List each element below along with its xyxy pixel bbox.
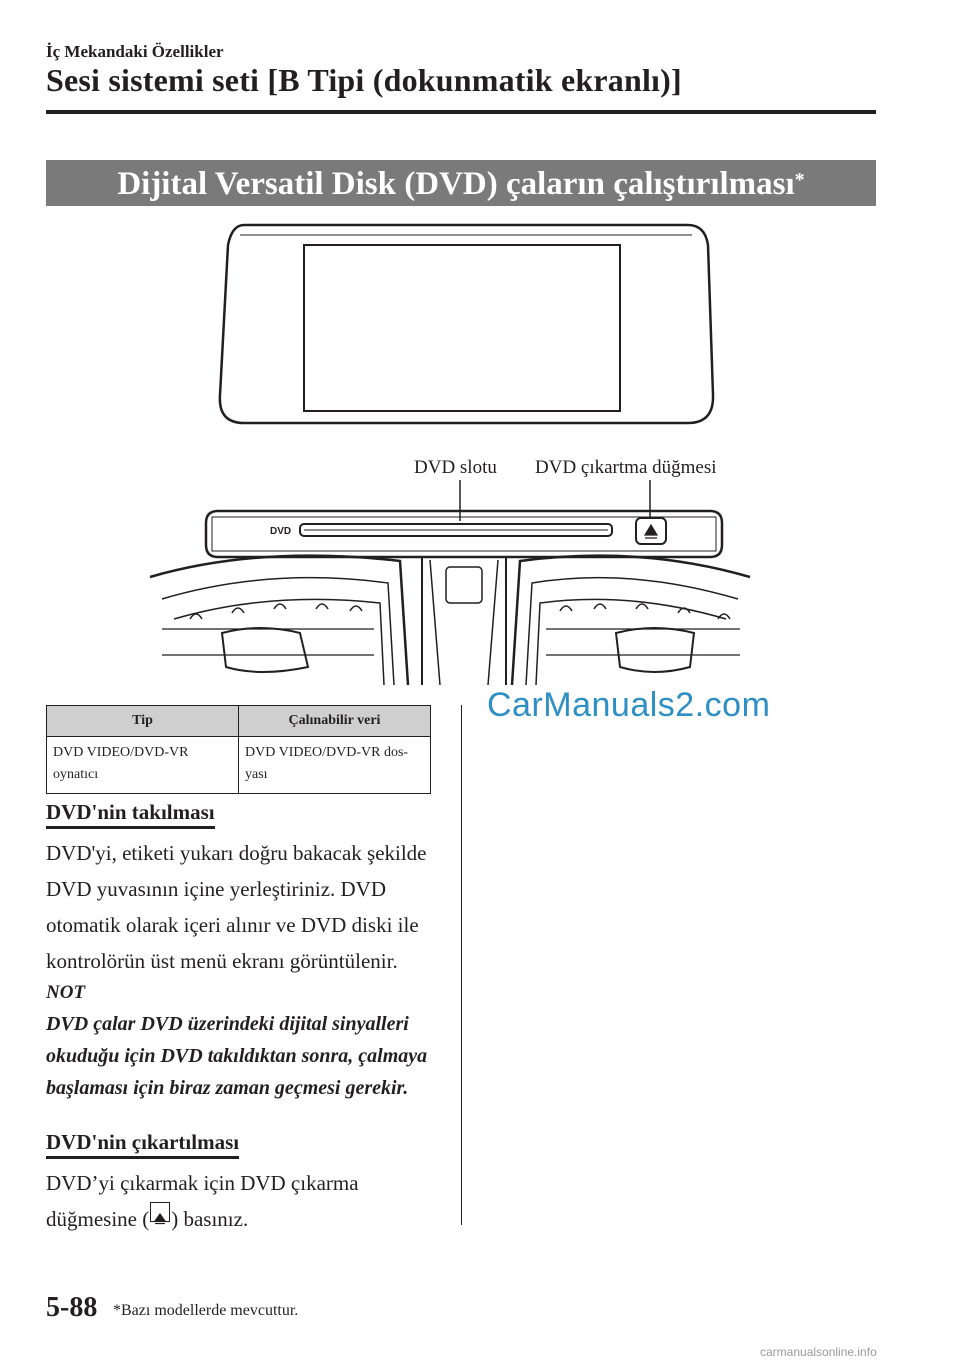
table-row: DVD VIDEO/DVD-VR oynatıcı DVD VIDEO/DVD-…	[46, 736, 431, 794]
table-header-row: Tip Çalınabilir veri	[46, 705, 431, 737]
display-screen	[303, 244, 621, 412]
column-divider	[461, 705, 462, 1225]
availability-mark: *	[794, 169, 805, 191]
eject-heading: DVD'nin çıkartılması	[46, 1130, 240, 1159]
left-air-vent	[149, 554, 410, 686]
table-cell-type: DVD VIDEO/DVD-VR oynatıcı	[46, 736, 239, 794]
table-header-data: Çalınabilir veri	[238, 705, 431, 737]
eject-icon	[643, 523, 659, 539]
section-banner: Dijital Versatil Disk (DVD) çaların çalı…	[46, 160, 876, 206]
dvd-player-illustration: DVD DVD slotu DVD çıkartma düğmesi	[140, 215, 760, 686]
insert-text: DVD'yi, etiketi yukarı doğru bakacak şek…	[46, 841, 427, 973]
watermark: CarManuals2.com	[487, 686, 771, 724]
note-label: NOT	[46, 982, 86, 1003]
banner-title: Dijital Versatil Disk (DVD) çaların çalı…	[117, 166, 795, 202]
title-rule	[46, 110, 876, 114]
dvd-slot	[299, 523, 613, 537]
dvd-logo: DVD	[270, 526, 291, 537]
table-cell-data: DVD VIDEO/DVD-VR dos-yası	[238, 736, 431, 794]
site-mark: carmanualsonline.info	[760, 1345, 877, 1359]
slot-panel	[204, 509, 724, 559]
section-label: İç Mekandaki Özellikler	[46, 42, 224, 61]
insert-heading: DVD'nin takılması	[46, 800, 215, 829]
dashboard-drawing: DVD	[149, 223, 751, 686]
page-title: Sesi sistemi seti [B Tipi (dokunmatik ek…	[46, 62, 682, 98]
note-text: DVD çalar DVD üzerindeki dijital sinyall…	[46, 1013, 428, 1099]
dvd-slot-label: DVD slotu	[414, 457, 497, 478]
dvd-eject-label: DVD çıkartma düğmesi	[535, 457, 717, 478]
right-air-vent	[510, 554, 751, 686]
page-number: 5-88	[46, 1292, 98, 1323]
display-housing	[218, 223, 715, 425]
eject-button-icon	[150, 1202, 171, 1225]
dvd-eject-button	[635, 517, 667, 545]
table-header-type: Tip	[46, 705, 239, 737]
footnote: *Bazı modellerde mevcuttur.	[113, 1302, 299, 1319]
playable-data-table: Tip Çalınabilir veri DVD VIDEO/DVD-VR oy…	[46, 705, 431, 794]
eject-text: DVD’yi çıkarmak için DVD çıkarma düğmesi…	[46, 1171, 359, 1231]
